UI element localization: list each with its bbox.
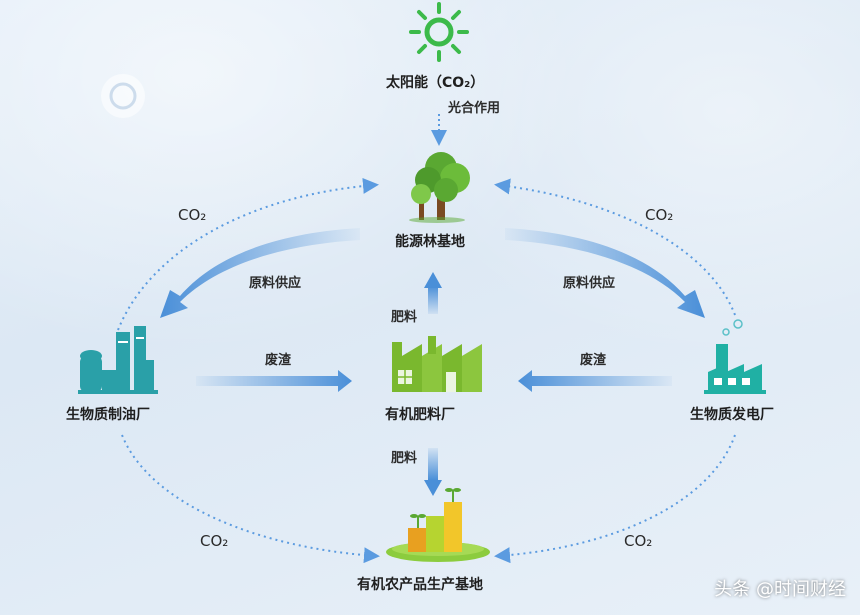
- fertilizer-label-up: 肥料: [391, 310, 418, 325]
- refinery-icon: [78, 326, 158, 394]
- co2-loop-top-right: [494, 178, 736, 316]
- co2-loop-bottom-right: [494, 434, 736, 564]
- factory-icon: [392, 336, 482, 392]
- photosynthesis-label: 光合作用: [448, 101, 501, 116]
- residue-arrow-right: [518, 370, 672, 392]
- power-plant-label: 生物质发电厂: [690, 407, 774, 423]
- bubble-icon: [733, 319, 743, 329]
- crop-chart-icon: [386, 488, 490, 562]
- co2-loop-bottom-left: [121, 434, 380, 564]
- watermark: 头条 @时间财经: [714, 579, 846, 600]
- co2-label-bottom-left: CO₂: [200, 532, 229, 550]
- supply-arrow-left: [160, 228, 360, 318]
- co2-label-top-right: CO₂: [645, 206, 674, 224]
- fertilizer-label-down: 肥料: [391, 451, 418, 466]
- supply-arrow-right: [505, 228, 705, 318]
- residue-arrow-left: [196, 370, 352, 392]
- forest-label: 能源林基地: [395, 234, 465, 250]
- tree-icon: [409, 152, 470, 223]
- residue-label-right: 废渣: [580, 353, 607, 368]
- sun-icon: [409, 2, 469, 62]
- co2-label-bottom-right: CO₂: [624, 532, 653, 550]
- oil-plant-label: 生物质制油厂: [66, 407, 150, 423]
- power-plant-icon: [704, 344, 766, 394]
- agri-base-label: 有机农产品生产基地: [357, 577, 483, 593]
- fertilizer-plant-label: 有机肥料厂: [385, 407, 455, 423]
- sun-label: 太阳能（CO₂）: [386, 75, 485, 91]
- supply-label-right: 原料供应: [563, 276, 616, 291]
- fertilizer-arrow-down: [424, 448, 442, 496]
- supply-label-left: 原料供应: [249, 276, 302, 291]
- co2-loop-top-left: [117, 177, 379, 331]
- fertilizer-arrow-up: [424, 272, 442, 314]
- co2-label-top-left: CO₂: [178, 206, 207, 224]
- logo-mark: [101, 74, 145, 118]
- residue-label-left: 废渣: [265, 353, 292, 368]
